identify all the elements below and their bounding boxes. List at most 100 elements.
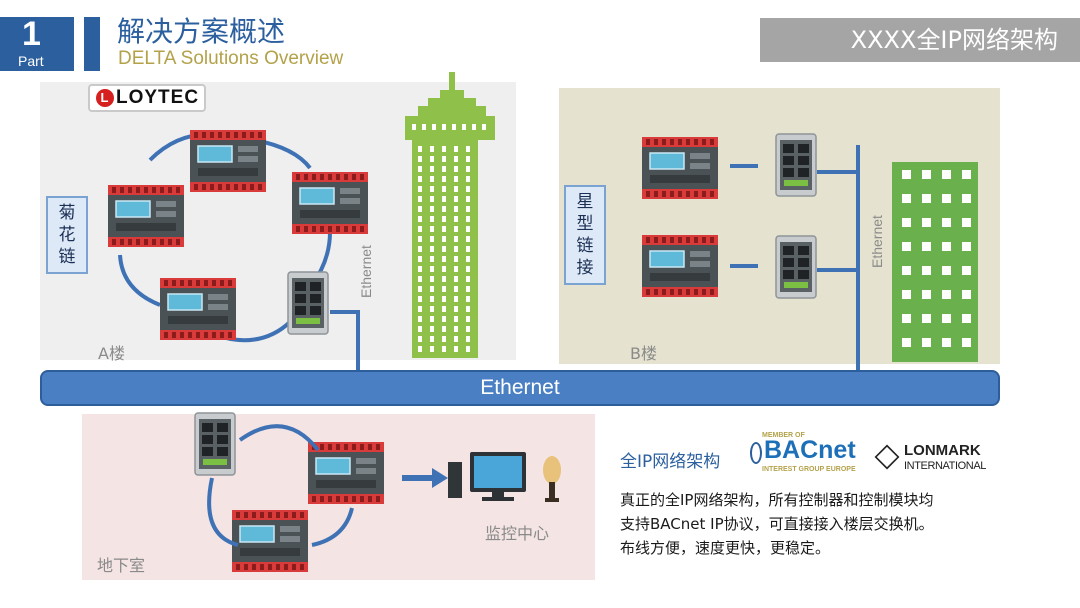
tower-window [442, 166, 446, 172]
desc-line-2: 支持BACnet IP协议，可直接接入楼层交换机。 [620, 515, 934, 533]
tower-window [418, 166, 422, 172]
block-window [922, 170, 931, 179]
tower-window [466, 226, 470, 232]
tower-window [466, 346, 470, 352]
basement-links [207, 424, 354, 547]
block-window [962, 266, 971, 275]
tower-window [418, 276, 422, 282]
loytec-logo: L LOYTEC [88, 84, 206, 112]
tower-window [466, 256, 470, 262]
star-char-1: 星 [576, 192, 594, 212]
tower-window [454, 286, 458, 292]
part-label: Part [18, 53, 44, 69]
tower-window [442, 186, 446, 192]
tower-window [454, 146, 458, 152]
tower-window [418, 196, 422, 202]
page-subtitle: DELTA Solutions Overview [118, 48, 344, 69]
tower-window [418, 186, 422, 192]
star-char-4: 接 [576, 258, 594, 278]
controller-a1 [189, 129, 267, 193]
tower-window [430, 196, 434, 202]
bacnet-globe-icon [750, 442, 762, 464]
tower-window [442, 236, 446, 242]
block-window [962, 218, 971, 227]
block-window [942, 242, 951, 251]
tower-window [466, 246, 470, 252]
loytec-text: LOYTEC [116, 87, 200, 108]
tower-window [466, 276, 470, 282]
daisy-chain-char-2: 花 [58, 225, 76, 245]
tower-window [454, 336, 458, 342]
tower-window [442, 276, 446, 282]
tower-window [418, 156, 422, 162]
tower-window [418, 256, 422, 262]
tower-window [466, 296, 470, 302]
tower-window [466, 186, 470, 192]
block-window [922, 218, 931, 227]
tower-window [442, 316, 446, 322]
tower-window [430, 216, 434, 222]
star-char-2: 型 [576, 214, 594, 234]
lonmark-text: LONMARK [904, 442, 981, 459]
tower-window [466, 166, 470, 172]
block-window [942, 314, 951, 323]
building-a-window-grid [418, 146, 470, 352]
tower-window [430, 166, 434, 172]
arrow-head [432, 468, 448, 488]
tower-window [430, 186, 434, 192]
daisy-chain-char-3: 链 [58, 247, 76, 267]
block-window [962, 194, 971, 203]
tower-window [442, 206, 446, 212]
tower-window [454, 246, 458, 252]
tower-window [418, 286, 422, 292]
block-window [922, 242, 931, 251]
tower-window [418, 206, 422, 212]
block-window [942, 338, 951, 347]
ethernet-label-a: Ethernet [358, 245, 374, 298]
tower-window [442, 346, 446, 352]
tower-window [418, 216, 422, 222]
section-banner: XXXX全IP网络架构 [760, 18, 1080, 62]
tower-window [454, 236, 458, 242]
desc-line-3: 布线方便，速度更快，更稳定。 [620, 539, 831, 557]
tower-window [430, 246, 434, 252]
tower-window [430, 226, 434, 232]
block-window [922, 266, 931, 275]
tower-window [442, 246, 446, 252]
building-b-label: B楼 [630, 344, 657, 363]
tower-window [466, 236, 470, 242]
tower-window [442, 306, 446, 312]
tower-window [442, 146, 446, 152]
tower-window [430, 176, 434, 182]
tower-window [466, 316, 470, 322]
switch-basement [194, 412, 236, 476]
daisy-chain-char-1: 菊 [58, 203, 76, 223]
block-window [942, 194, 951, 203]
controller-b2 [641, 234, 719, 298]
tower-window [418, 246, 422, 252]
tower-window [430, 146, 434, 152]
tower-window [418, 266, 422, 272]
block-window [902, 290, 911, 299]
tower-window [430, 276, 434, 282]
tower-window [418, 176, 422, 182]
tower-window [442, 256, 446, 262]
page-title: 解决方案概述 [117, 15, 286, 48]
tower-window [466, 216, 470, 222]
tower-window [442, 336, 446, 342]
block-window [902, 338, 911, 347]
block-window [902, 218, 911, 227]
tower-window [418, 326, 422, 332]
tower-window [442, 196, 446, 202]
ethernet-backbone: Ethernet [40, 370, 1000, 406]
tower-window [454, 316, 458, 322]
switch-b2 [775, 235, 817, 299]
part-accent-bar [84, 17, 100, 71]
tower-window [466, 336, 470, 342]
tower-window [418, 346, 422, 352]
tower-window [454, 176, 458, 182]
building-a-tower [405, 72, 495, 358]
tower-window [418, 226, 422, 232]
loytec-mark-icon: L [96, 89, 114, 107]
tower-window [454, 296, 458, 302]
